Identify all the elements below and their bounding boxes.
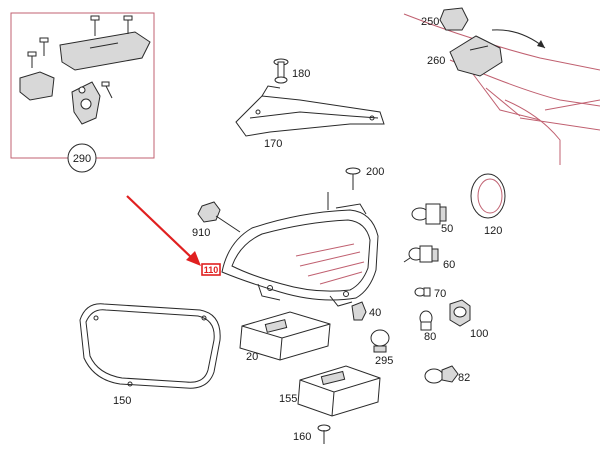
highlight-arrow-shaft — [126, 195, 194, 260]
label-180: 180 — [292, 68, 310, 80]
label-50: 50 — [441, 223, 453, 235]
part-295 — [370, 329, 390, 353]
part-155-module — [297, 365, 381, 417]
part-40-clip — [351, 301, 367, 321]
label-40: 40 — [369, 307, 381, 319]
part-160-screw — [317, 424, 331, 444]
part-120-cap — [470, 173, 506, 219]
label-170: 170 — [264, 138, 282, 150]
arrow-260 — [491, 29, 546, 49]
part-260 — [449, 35, 503, 77]
label-82: 82 — [458, 372, 470, 384]
part-180 — [273, 58, 289, 84]
label-260: 260 — [427, 55, 445, 67]
label-100: 100 — [470, 328, 488, 340]
part-200 — [345, 167, 361, 190]
label-295: 295 — [375, 355, 393, 367]
highlight-arrow-head — [186, 251, 201, 266]
label-155: 155 — [279, 393, 297, 405]
label-20: 20 — [246, 351, 258, 363]
part-70-bulb — [414, 287, 431, 297]
label-200: 200 — [366, 166, 384, 178]
label-120: 120 — [484, 225, 502, 237]
inset-box-290 — [10, 12, 155, 159]
label-60: 60 — [443, 259, 455, 271]
label-290: 290 — [73, 153, 91, 165]
part-170-bracket — [235, 85, 385, 137]
label-160: 160 — [293, 431, 311, 443]
part-910 — [197, 201, 241, 233]
label-80: 80 — [424, 331, 436, 343]
part-80-bulb — [419, 310, 433, 331]
arrow-head-260 — [537, 40, 545, 48]
highlight-box-110 — [201, 263, 221, 276]
car-outline — [403, 13, 600, 165]
part-82-bulb — [424, 365, 459, 384]
label-910: 910 — [192, 227, 210, 239]
label-150: 150 — [113, 395, 131, 407]
part-150-seal — [79, 303, 221, 389]
part-100-socket — [449, 299, 471, 327]
callout-circle-290 — [67, 143, 97, 173]
part-20-module — [239, 311, 331, 361]
label-250: 250 — [421, 16, 439, 28]
part-250 — [439, 7, 469, 31]
headlamp-assembly — [221, 192, 379, 307]
label-70: 70 — [434, 288, 446, 300]
part-50-bulb — [411, 203, 447, 225]
label-110: 110 — [204, 265, 219, 275]
part-60-bulb — [403, 245, 439, 263]
